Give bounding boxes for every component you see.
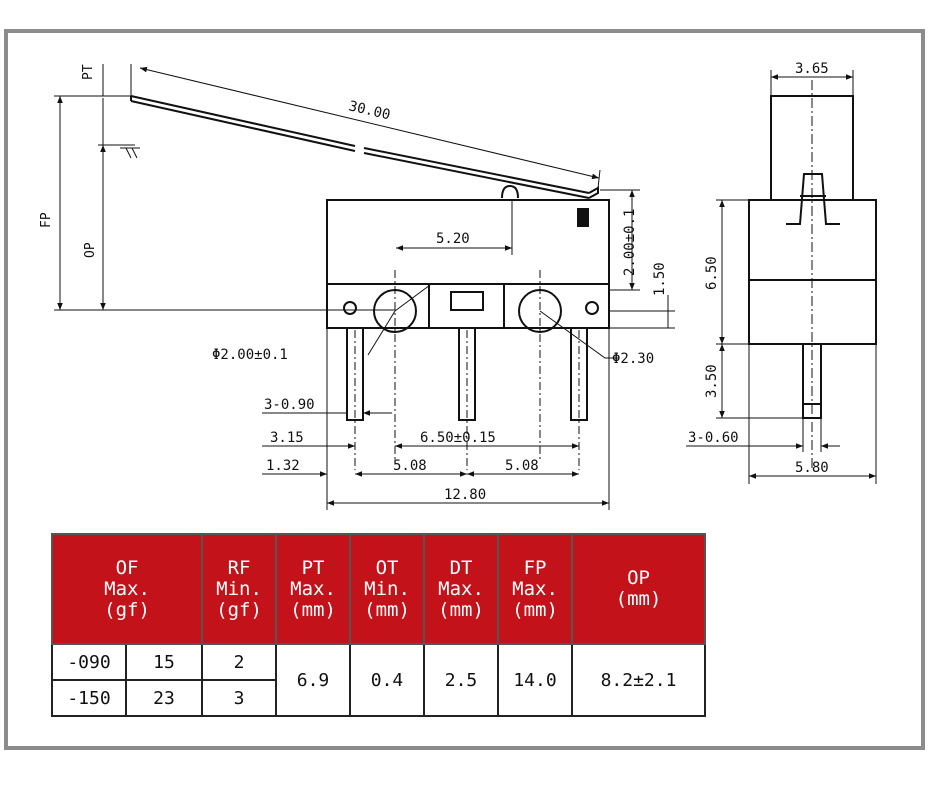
cell-model: -150 (51, 679, 127, 717)
dim-edge-offset: 1.32 (266, 458, 300, 474)
cell-rf: 2 (201, 643, 278, 681)
cell-rf: 3 (201, 679, 278, 717)
header-op: OP(mm) (571, 533, 707, 645)
cell-ot: 0.4 (349, 643, 426, 717)
switch-body (326, 199, 610, 329)
dim-pitch-1: 5.08 (393, 458, 427, 474)
cell-op: 8.2±2.1 (571, 643, 707, 717)
drawing-frame (4, 29, 925, 750)
label-fp: FP (39, 212, 54, 228)
lever-roller (501, 184, 519, 199)
dim-hole-offset: 1.50 (652, 262, 668, 296)
cell-dt: 2.5 (423, 643, 500, 717)
dim-body-length: 12.80 (444, 487, 486, 503)
dim-terminal-height: 3.50 (704, 364, 720, 398)
dim-pin-hole-center: 5.20 (436, 231, 470, 247)
cell-of: 23 (124, 679, 204, 717)
dim-hole-small: Φ2.00±0.1 (212, 347, 288, 363)
end-view (686, 70, 877, 484)
cell-fp: 14.0 (497, 643, 574, 717)
dim-lever-height: 2.00±0.1 (622, 209, 638, 276)
label-pt: PT (81, 64, 96, 80)
cell-pt: 6.9 (275, 643, 352, 717)
dim-terminal-span: 6.50±0.15 (420, 430, 496, 446)
dim-hole-large: Φ2.30 (612, 351, 654, 367)
label-op: OP (83, 242, 98, 258)
table-row: -090 15 2 6.9 0.4 2.5 14.0 8.2±2.1 (51, 643, 707, 717)
dim-terminal-width: 3-0.90 (264, 397, 315, 413)
dim-body-width: 5.80 (795, 460, 829, 476)
dim-top-width: 3.65 (795, 61, 829, 77)
dim-terminal-left: 3.15 (270, 430, 304, 446)
cell-model: -090 (51, 643, 127, 681)
table-row: -150 23 3 (51, 679, 705, 717)
dim-terminal-thickness: 3-0.60 (688, 430, 739, 446)
cell-of: 15 (124, 643, 204, 681)
side-view (54, 64, 675, 510)
terminals (346, 328, 588, 421)
dim-body-height: 6.50 (704, 256, 720, 290)
dim-pitch-2: 5.08 (505, 458, 539, 474)
